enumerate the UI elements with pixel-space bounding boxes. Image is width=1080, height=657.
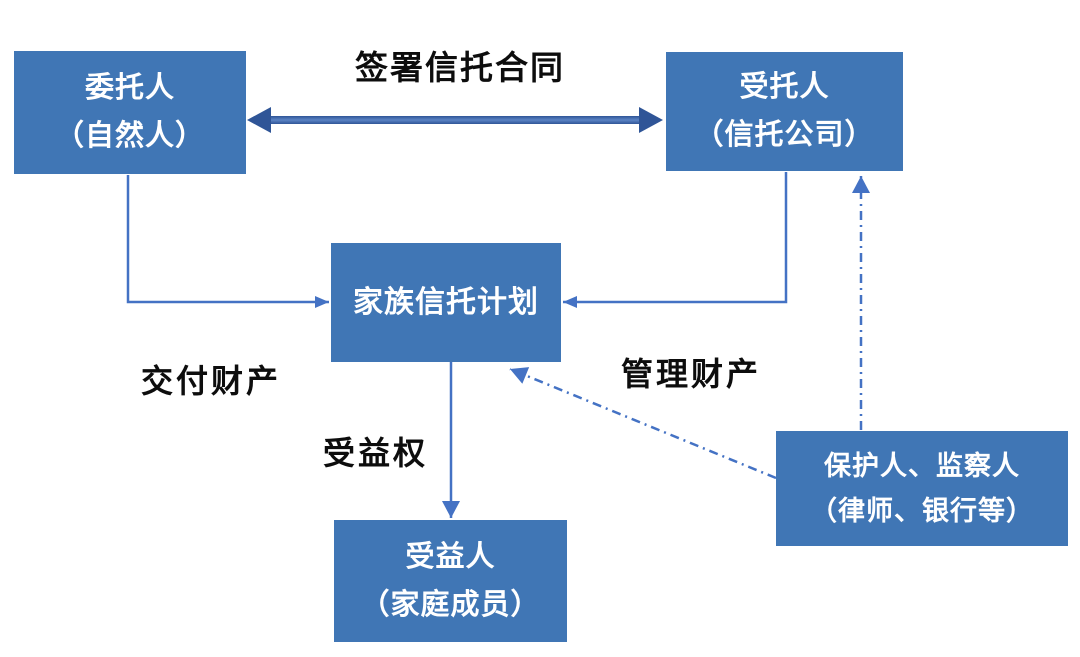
node-trust-plan-title: 家族信托计划 [353, 285, 539, 319]
node-protector: 保护人、监察人 （律师、银行等） [776, 431, 1068, 546]
node-beneficiary-title: 受益人 [405, 540, 496, 573]
edge-deliver-property-line [126, 175, 329, 308]
thick-arrow-head-left-icon [247, 107, 271, 133]
node-beneficiary-subtitle: （家庭成员） [360, 588, 541, 621]
node-trustee-title: 受托人 [739, 71, 830, 104]
thick-arrow-head-right-icon [639, 107, 663, 133]
label-sign-contract: 签署信托合同 [355, 49, 565, 86]
edge-protector-to-plan-line [509, 367, 777, 480]
label-deliver-property: 交付财产 [140, 363, 281, 399]
label-beneficiary-right: 受益权 [322, 435, 428, 471]
node-trustee: 受托人 （信托公司） [666, 52, 903, 171]
node-trust-plan: 家族信托计划 [331, 243, 561, 362]
node-beneficiary: 受益人 （家庭成员） [334, 520, 567, 642]
node-protector-title: 保护人、监察人 [824, 451, 1020, 482]
edge-sign-contract-arrow [247, 107, 663, 133]
label-manage-property: 管理财产 [620, 356, 761, 392]
node-settlor: 委托人 （自然人） [14, 51, 246, 174]
node-settlor-subtitle: （自然人） [54, 120, 205, 152]
node-trustee-subtitle: （信托公司） [694, 119, 875, 151]
node-protector-subtitle: （律师、银行等） [810, 495, 1034, 526]
node-settlor-title: 委托人 [84, 72, 175, 105]
edge-manage-property-line [563, 172, 788, 308]
thick-arrow-shaft [264, 116, 646, 124]
